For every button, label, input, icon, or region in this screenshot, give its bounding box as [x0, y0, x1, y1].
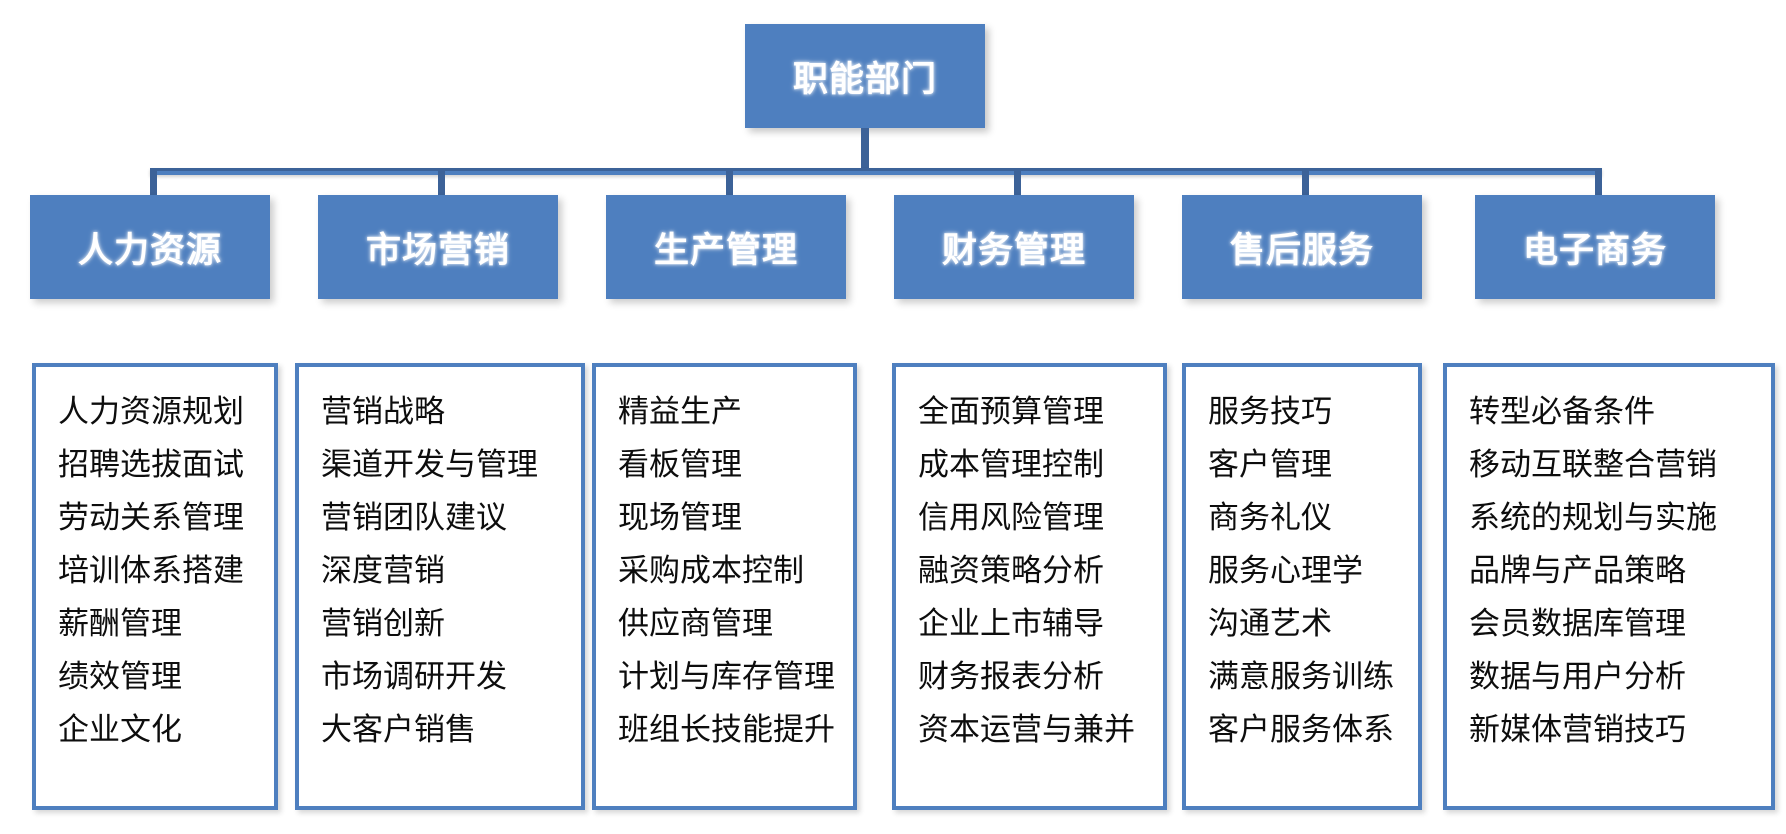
list-item[interactable]: 看板管理	[618, 447, 742, 482]
list-items-finance: 全面预算管理 成本管理控制 信用风险管理 融资策略分析 企业上市辅导 财务报表分…	[896, 385, 1163, 756]
list-box-finance[interactable]: 全面预算管理 成本管理控制 信用风险管理 融资策略分析 企业上市辅导 财务报表分…	[892, 363, 1167, 810]
dept-label-after-sales: 售后服务	[1229, 230, 1374, 270]
list-item[interactable]: 资本运营与兼并	[918, 712, 1135, 747]
list-items-production: 精益生产 看板管理 现场管理 采购成本控制 供应商管理 计划与库存管理 班组长技…	[596, 385, 853, 756]
dept-label-production: 生产管理	[653, 230, 798, 270]
list-item[interactable]: 市场调研开发	[321, 659, 507, 694]
list-item[interactable]: 成本管理控制	[918, 447, 1104, 482]
connector-horizontal-bus-highlight	[150, 168, 1602, 171]
list-item[interactable]: 会员数据库管理	[1469, 606, 1686, 641]
list-item[interactable]: 采购成本控制	[618, 553, 804, 588]
dept-label-marketing: 市场营销	[365, 230, 510, 270]
connector-drop-6	[1595, 168, 1602, 198]
list-item[interactable]: 计划与库存管理	[618, 659, 835, 694]
list-item[interactable]: 深度营销	[321, 553, 445, 588]
connector-horizontal-bus	[150, 168, 1602, 175]
list-item[interactable]: 全面预算管理	[918, 394, 1104, 429]
list-item[interactable]: 系统的规划与实施	[1469, 500, 1717, 535]
connector-drop-3	[726, 168, 733, 198]
dept-label-ecommerce: 电子商务	[1522, 230, 1667, 270]
list-item[interactable]: 营销团队建议	[321, 500, 507, 535]
list-item[interactable]: 绩效管理	[58, 659, 182, 694]
list-item[interactable]: 薪酬管理	[58, 606, 182, 641]
root-node-label: 职能部门	[792, 59, 937, 99]
list-item[interactable]: 培训体系搭建	[58, 553, 244, 588]
list-item[interactable]: 转型必备条件	[1469, 394, 1655, 429]
dept-box-human-resources[interactable]: 人力资源	[30, 195, 270, 299]
dept-box-marketing[interactable]: 市场营销	[318, 195, 558, 299]
list-item[interactable]: 企业上市辅导	[918, 606, 1104, 641]
list-item[interactable]: 客户服务体系	[1208, 712, 1394, 747]
list-item[interactable]: 招聘选拔面试	[58, 447, 244, 482]
list-item[interactable]: 移动互联整合营销	[1469, 447, 1717, 482]
list-item[interactable]: 大客户销售	[321, 712, 476, 747]
list-item[interactable]: 精益生产	[618, 394, 742, 429]
list-box-ecommerce[interactable]: 转型必备条件 移动互联整合营销 系统的规划与实施 品牌与产品策略 会员数据库管理…	[1443, 363, 1775, 810]
list-items-marketing: 营销战略 渠道开发与管理 营销团队建议 深度营销 营销创新 市场调研开发 大客户…	[299, 385, 581, 756]
list-item[interactable]: 服务心理学	[1208, 553, 1363, 588]
list-item[interactable]: 新媒体营销技巧	[1469, 712, 1686, 747]
root-node-functional-departments[interactable]: 职能部门	[745, 24, 985, 128]
list-items-ecommerce: 转型必备条件 移动互联整合营销 系统的规划与实施 品牌与产品策略 会员数据库管理…	[1447, 385, 1771, 756]
dept-label-human-resources: 人力资源	[77, 230, 222, 270]
list-item[interactable]: 人力资源规划	[58, 394, 244, 429]
list-box-after-sales[interactable]: 服务技巧 客户管理 商务礼仪 服务心理学 沟通艺术 满意服务训练 客户服务体系	[1182, 363, 1422, 810]
list-item[interactable]: 品牌与产品策略	[1469, 553, 1686, 588]
list-item[interactable]: 服务技巧	[1208, 394, 1332, 429]
list-box-production[interactable]: 精益生产 看板管理 现场管理 采购成本控制 供应商管理 计划与库存管理 班组长技…	[592, 363, 857, 810]
list-items-human-resources: 人力资源规划 招聘选拔面试 劳动关系管理 培训体系搭建 薪酬管理 绩效管理 企业…	[36, 385, 274, 756]
list-item[interactable]: 信用风险管理	[918, 500, 1104, 535]
list-item[interactable]: 融资策略分析	[918, 553, 1104, 588]
list-item[interactable]: 沟通艺术	[1208, 606, 1332, 641]
list-item[interactable]: 劳动关系管理	[58, 500, 244, 535]
connector-drop-1	[150, 168, 157, 198]
list-item[interactable]: 现场管理	[618, 500, 742, 535]
connector-drop-5	[1302, 168, 1309, 198]
list-item[interactable]: 营销战略	[321, 394, 445, 429]
list-item[interactable]: 渠道开发与管理	[321, 447, 538, 482]
list-item[interactable]: 营销创新	[321, 606, 445, 641]
connector-drop-2	[438, 168, 445, 198]
list-items-after-sales: 服务技巧 客户管理 商务礼仪 服务心理学 沟通艺术 满意服务训练 客户服务体系	[1186, 385, 1418, 756]
list-box-marketing[interactable]: 营销战略 渠道开发与管理 营销团队建议 深度营销 营销创新 市场调研开发 大客户…	[295, 363, 585, 810]
list-box-human-resources[interactable]: 人力资源规划 招聘选拔面试 劳动关系管理 培训体系搭建 薪酬管理 绩效管理 企业…	[32, 363, 278, 810]
connector-root-stem	[861, 128, 869, 174]
dept-label-finance: 财务管理	[941, 230, 1086, 270]
dept-box-ecommerce[interactable]: 电子商务	[1475, 195, 1715, 299]
list-item[interactable]: 满意服务训练	[1208, 659, 1394, 694]
list-item[interactable]: 数据与用户分析	[1469, 659, 1686, 694]
dept-box-production[interactable]: 生产管理	[606, 195, 846, 299]
list-item[interactable]: 供应商管理	[618, 606, 773, 641]
dept-box-finance[interactable]: 财务管理	[894, 195, 1134, 299]
list-item[interactable]: 财务报表分析	[918, 659, 1104, 694]
list-item[interactable]: 客户管理	[1208, 447, 1332, 482]
connector-drop-4	[1014, 168, 1021, 198]
dept-box-after-sales[interactable]: 售后服务	[1182, 195, 1422, 299]
list-item[interactable]: 商务礼仪	[1208, 500, 1332, 535]
list-item[interactable]: 班组长技能提升	[618, 712, 835, 747]
list-item[interactable]: 企业文化	[58, 712, 182, 747]
